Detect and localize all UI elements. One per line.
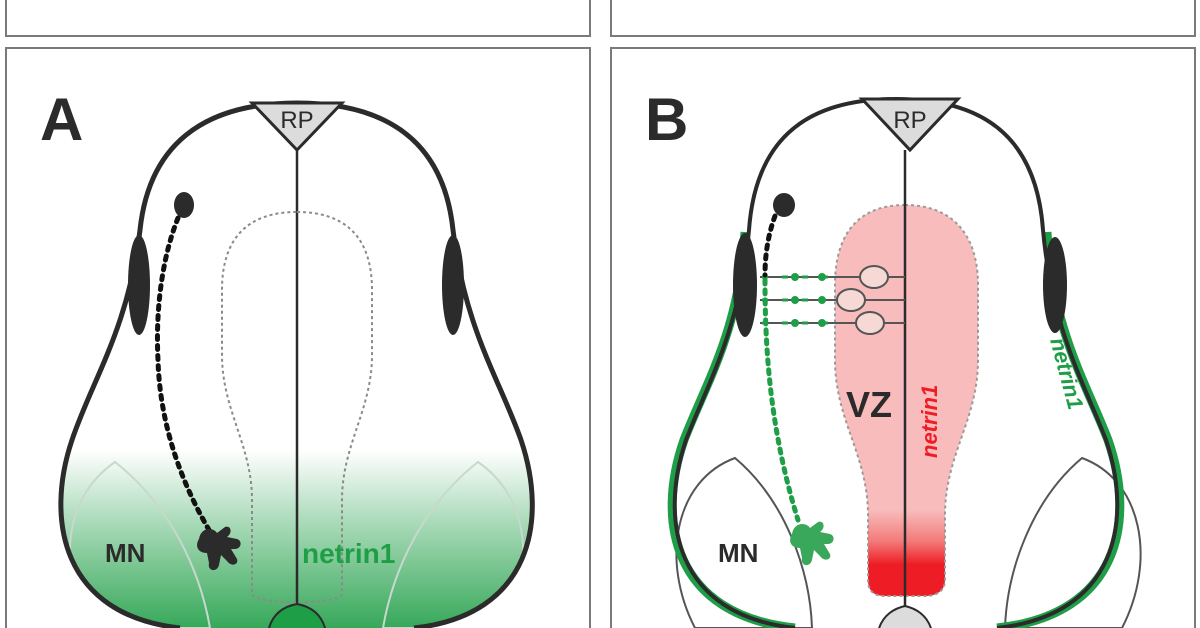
panel-a: RP A MN netrin1 [5, 47, 591, 628]
mn-region-left [69, 460, 212, 628]
ventricular-zone-b [834, 203, 979, 597]
top-panel-left-frame [5, 0, 591, 37]
neural-tube-outline-b [672, 97, 1120, 628]
neuron-body-1 [859, 265, 889, 289]
growth-cone-icon-b [790, 521, 834, 566]
roof-plate-a [248, 101, 346, 153]
roof-plate-b [858, 97, 962, 153]
mn-label-a: MN [105, 538, 145, 568]
rp-label-b: RP [893, 107, 926, 134]
vz-label-b: VZ [846, 384, 892, 425]
ventricular-zone-outline-a [221, 210, 373, 604]
floor-plate-a [268, 602, 326, 628]
netrin-label-a: netrin1 [302, 538, 395, 569]
panel-b-frame [610, 47, 1196, 628]
rp-label-a: RP [280, 107, 313, 134]
panel-letter-b: B [645, 86, 688, 153]
top-panel-right-frame [610, 0, 1196, 37]
commissural-axon-black-b [762, 213, 778, 278]
panel-a-frame [5, 47, 591, 628]
lateral-bar-left-a [128, 235, 150, 335]
commissural-axon-green-b [762, 277, 801, 523]
lateral-bar-left-b [733, 233, 757, 337]
progenitor-neurons [760, 265, 905, 335]
commissural-axon-a [155, 215, 215, 538]
floor-plate-b [878, 604, 932, 628]
cell-body-icon [174, 192, 194, 218]
neuron-body-2 [836, 288, 866, 312]
lateral-bar-right-a [442, 235, 464, 335]
panel-b: RP [610, 47, 1196, 628]
netrin-floor-label-b: netrin1 [917, 385, 942, 458]
lateral-bar-right-b [1043, 237, 1067, 333]
mn-region-right [381, 460, 524, 628]
growth-cone-icon [197, 526, 241, 571]
cell-body-icon-b [773, 193, 795, 217]
mn-label-b: MN [718, 538, 758, 568]
mn-region-right-b [1003, 456, 1142, 628]
mn-region-left-b [675, 456, 814, 628]
neural-tube-outline-a [58, 100, 535, 628]
panel-letter-a: A [40, 86, 83, 153]
neuron-body-3 [855, 311, 885, 335]
